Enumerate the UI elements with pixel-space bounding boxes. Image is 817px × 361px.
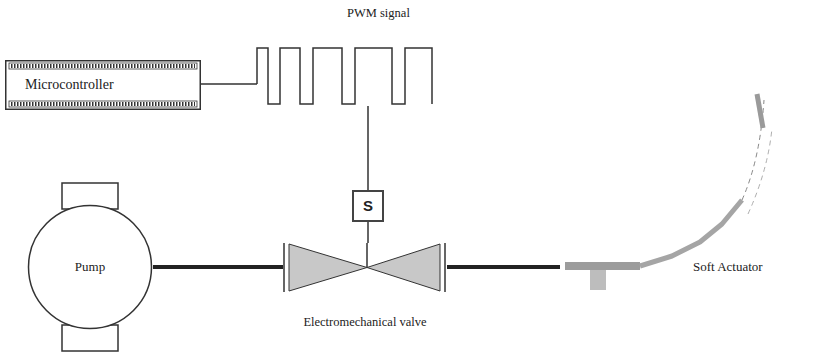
node-label: Electromechanical valve bbox=[253, 314, 477, 331]
solenoid-label: S bbox=[363, 197, 373, 215]
signal-label: PWM signal bbox=[347, 5, 410, 21]
solenoid-box: S bbox=[352, 190, 384, 222]
node-label: Soft Actuator bbox=[693, 258, 763, 276]
microcontroller-box: Microcontroller bbox=[5, 60, 201, 110]
signal-wire bbox=[367, 222, 369, 243]
valve-outline bbox=[283, 243, 447, 295]
node-label: Microcontroller bbox=[25, 75, 114, 95]
valve-symbol: Electromechanical valve bbox=[283, 243, 447, 335]
actuator-illustration bbox=[560, 90, 805, 290]
hose-line bbox=[447, 265, 560, 269]
hose-line bbox=[153, 265, 283, 269]
pump-symbol: Pump bbox=[27, 182, 153, 352]
soft-actuator: Soft Actuator bbox=[560, 90, 805, 290]
node-label: Pump bbox=[27, 258, 153, 276]
signal-wire bbox=[201, 84, 368, 190]
